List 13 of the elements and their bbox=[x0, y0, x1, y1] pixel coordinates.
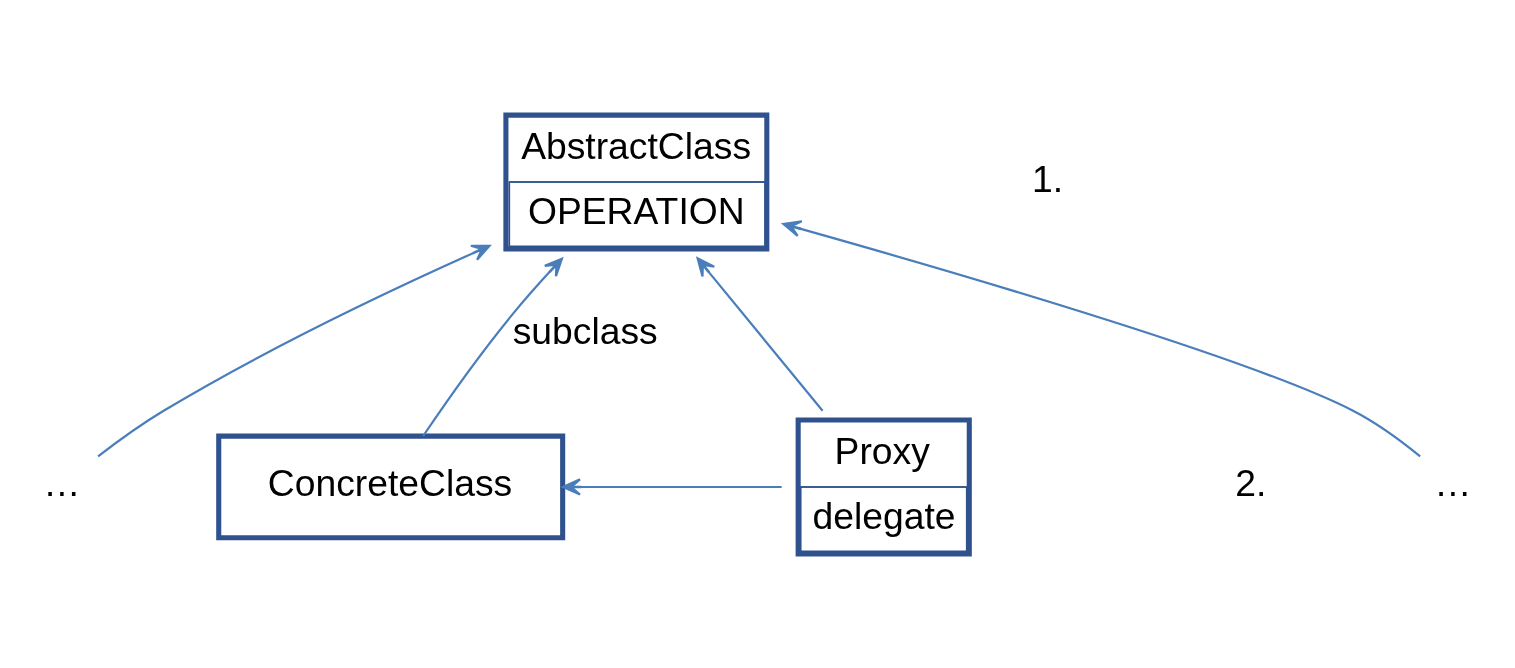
arrow bbox=[782, 219, 1421, 457]
arrow bbox=[696, 256, 824, 411]
node-text: … bbox=[43, 461, 81, 504]
label: 2. bbox=[1235, 461, 1267, 504]
label: 1. bbox=[1031, 157, 1064, 200]
node-box: Proxy delegate bbox=[795, 417, 972, 556]
edge-label: subclass bbox=[512, 309, 658, 352]
arrow bbox=[561, 477, 782, 496]
arrow bbox=[422, 257, 564, 437]
node-box: ConcreteClass bbox=[216, 433, 566, 540]
arrow bbox=[97, 244, 491, 457]
node-text: … bbox=[1434, 461, 1472, 504]
node-box: AbstractClass OPERATION bbox=[503, 112, 770, 251]
